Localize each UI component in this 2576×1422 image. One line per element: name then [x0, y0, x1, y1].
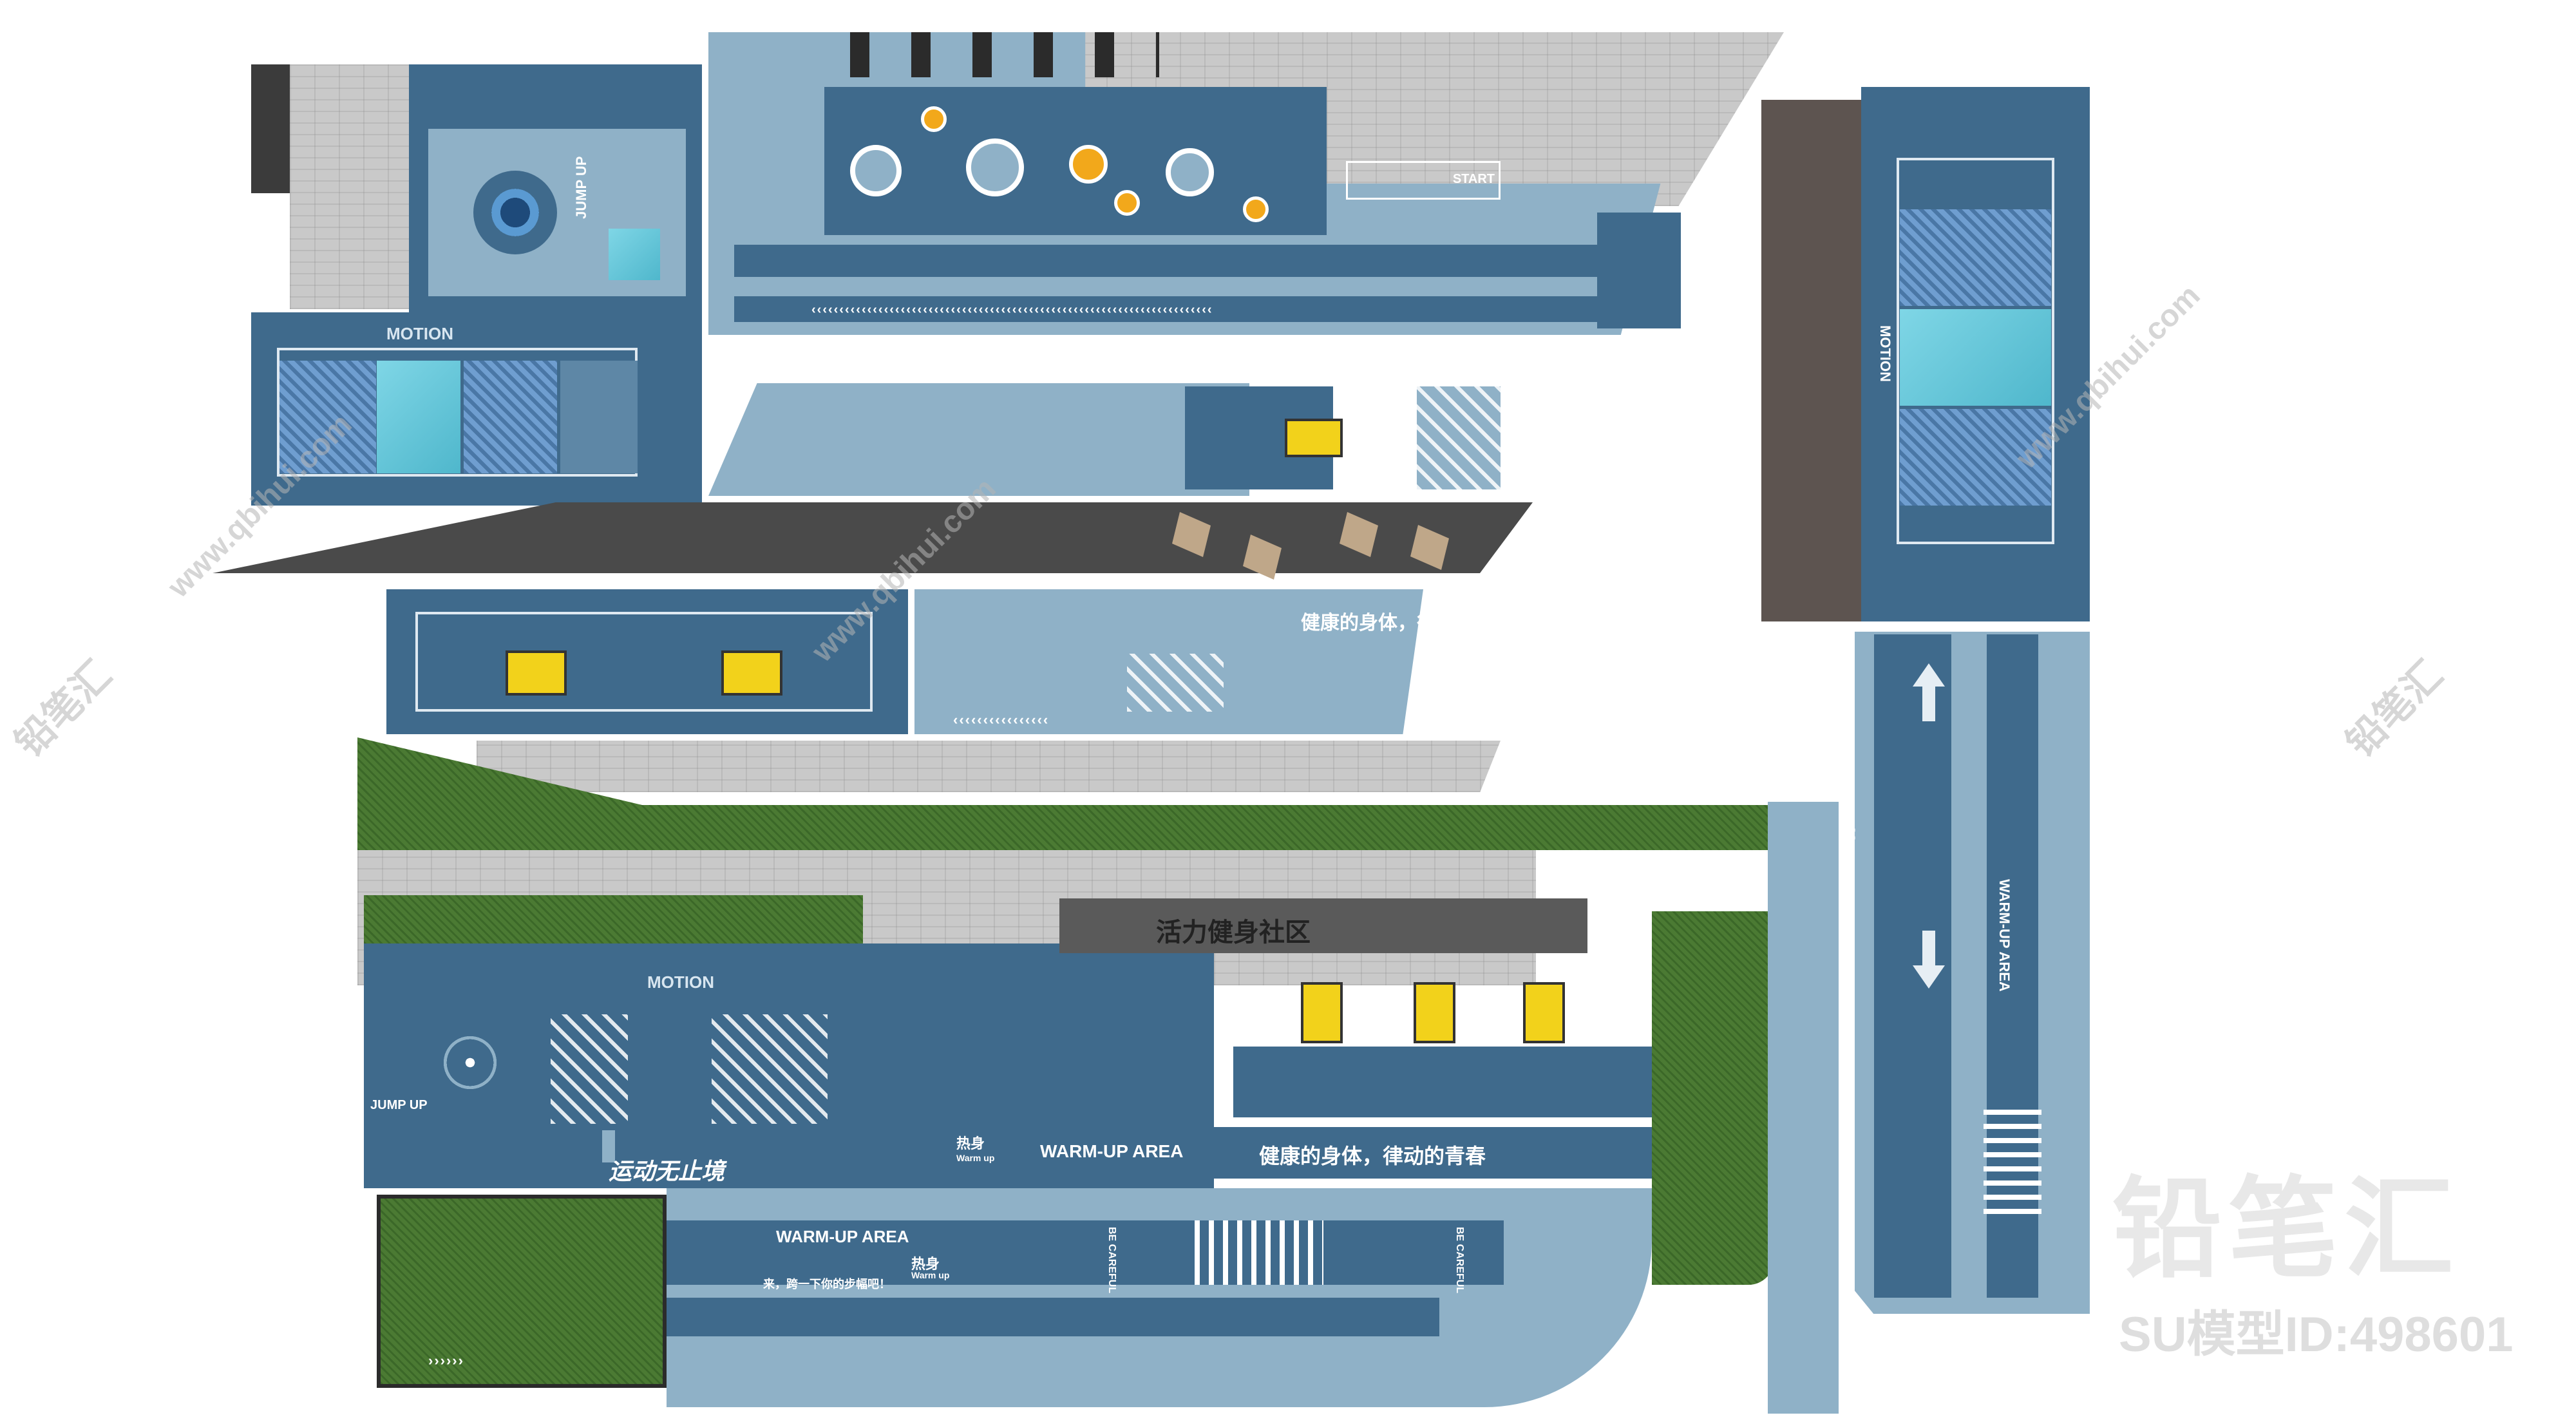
model-id: SU模型ID:498601 [2119, 1307, 2514, 1362]
ring-4 [1166, 148, 1214, 196]
diagonal-panel [1417, 386, 1501, 489]
warmup-en-1: Warm up [956, 1153, 995, 1163]
ring-2 [966, 138, 1024, 196]
equipment-row [850, 32, 1159, 77]
stride-text: 来，跨一下你的步幅吧！ [763, 1278, 891, 1291]
be-careful-1: BE CAREFUL [1106, 1227, 1117, 1294]
lower-chevrons: ›››››› [428, 1352, 464, 1369]
right-court-lines [1897, 158, 2054, 544]
right-court-bottom [1900, 409, 2051, 506]
track-lane-2 [734, 296, 1649, 322]
crosswalk [1195, 1220, 1323, 1285]
start-line: START [1346, 161, 1501, 200]
slogan-top-text: 健康的身体，律动的青春 [1301, 612, 1513, 634]
right-crosswalk [1984, 1104, 2041, 1214]
table-court-bottom [1233, 1047, 1684, 1117]
vitality-sign: 活力健身社区 [1156, 918, 1311, 947]
middle-paving [477, 741, 1501, 792]
motion-large-label: MOTION [647, 972, 714, 992]
watermark-logo-1: 铅笔汇 [6, 652, 120, 765]
motion-court-small: MOTION [251, 312, 702, 506]
ring-3 [1069, 145, 1108, 184]
ring-1 [850, 145, 902, 196]
fitness-panel [708, 383, 1249, 496]
dot-2 [1114, 190, 1140, 216]
jump-up-label-2: JUMP UP [370, 1098, 428, 1112]
lower-lawn [377, 1195, 667, 1388]
yellow-table-6 [1523, 982, 1565, 1043]
dark-wall [251, 64, 290, 193]
warmup-cn-1: 热身 [956, 1135, 985, 1152]
radial-dial-2 [409, 1014, 531, 1111]
yellow-table-2 [506, 650, 567, 696]
small-pool [609, 229, 660, 280]
motion-court-right: MOTION [1861, 87, 2090, 621]
court-pool [377, 361, 460, 473]
left-lawn-strip [364, 895, 863, 943]
right-column: MOTION Movement WARM-UP AREA [1761, 81, 2096, 1314]
watermark-logo-2: 铅笔汇 [2338, 652, 2451, 765]
right-court-pool [1900, 309, 2051, 406]
track-lane-1 [734, 245, 1662, 277]
warmup-en-2: Warm up [911, 1270, 950, 1280]
motion-free-text: 运动无止境 [609, 1158, 725, 1184]
right-court-top [1900, 209, 2051, 306]
top-track-block: START ‹‹‹‹‹‹‹‹‹‹‹‹‹‹‹‹‹‹‹‹‹‹‹‹‹‹‹‹‹‹‹‹‹‹… [708, 32, 1784, 380]
slogan-bottom-text: 健康的身体，律动的青春 [1259, 1144, 1486, 1168]
yellow-table-3 [721, 650, 782, 696]
warmup-area-1: WARM-UP AREA [1040, 1141, 1184, 1161]
warmup-cn-2: 热身 [911, 1256, 940, 1272]
yellow-table-1 [1285, 419, 1343, 457]
yellow-table-5 [1414, 982, 1455, 1043]
brand-logo: 铅笔汇 [2112, 1168, 2461, 1291]
top-left-plaza: JUMP UP MOTION [251, 64, 702, 506]
radial-dial [473, 171, 557, 254]
right-lawn [1652, 911, 1774, 1285]
court-side [560, 361, 638, 473]
lower-lane-1 [667, 1220, 1504, 1285]
dot-1 [921, 106, 947, 132]
start-label: START [1452, 172, 1495, 186]
warmup-band: 热身 Warm up WARM-UP AREA 健康的身体，律动的青春 [615, 1127, 1652, 1179]
exercise-panel: ‹‹‹‹‹‹‹‹‹‹‹‹‹‹‹‹ [914, 589, 1423, 734]
brown-wall [1761, 100, 1861, 621]
slogan-banner-top: 健康的身体，律动的青春 [1301, 599, 1597, 638]
sign-wall: 活力健身社区 [1059, 898, 1587, 953]
exercise-chevrons: ‹‹‹‹‹‹‹‹‹‹‹‹‹‹‹‹ [953, 712, 1050, 728]
bottom-area: MOTION JUMP UP 活力健身社区 热身 Warm up WARM-UP… [357, 737, 1839, 1420]
court-half-right [464, 361, 557, 473]
warmup-area-2: WARM-UP AREA [776, 1227, 909, 1246]
yellow-table-4 [1301, 982, 1343, 1043]
dot-3 [1243, 196, 1269, 222]
curved-path [1768, 802, 1839, 1414]
double-table-court [386, 589, 908, 734]
court-hatch-1 [551, 1014, 628, 1124]
score-board [1597, 213, 1681, 328]
court-half-left [279, 361, 376, 473]
jump-up-label: JUMP UP [573, 156, 589, 219]
agility-court [824, 87, 1327, 235]
track-chevrons: ‹‹‹‹‹‹‹‹‹‹‹‹‹‹‹‹‹‹‹‹‹‹‹‹‹‹‹‹‹‹‹‹‹‹‹‹‹‹‹‹… [811, 303, 1213, 317]
movement-label: Movement [1841, 828, 1858, 904]
lower-lane-2 [667, 1298, 1439, 1336]
top-lawn [357, 737, 1781, 850]
warmup-area-right: WARM-UP AREA [1996, 879, 2012, 992]
warmup-block-2: WARM-UP AREA 热身 Warm up [763, 1224, 956, 1282]
exercise-hatch [1127, 654, 1224, 712]
jump-court: JUMP UP [409, 64, 702, 312]
middle-band: ‹‹‹‹‹‹‹‹‹‹‹‹‹‹‹‹ 健康的身体，律动的青春 [213, 383, 1584, 792]
paving-strip [290, 64, 412, 309]
double-court-lines [415, 612, 873, 712]
dark-walkway [213, 502, 1533, 573]
right-motion-label: MOTION [1877, 325, 1893, 382]
be-careful-2: BE CAREFUL [1454, 1227, 1465, 1294]
motion-label: MOTION [386, 324, 453, 343]
court-hatch-2 [712, 1014, 828, 1124]
